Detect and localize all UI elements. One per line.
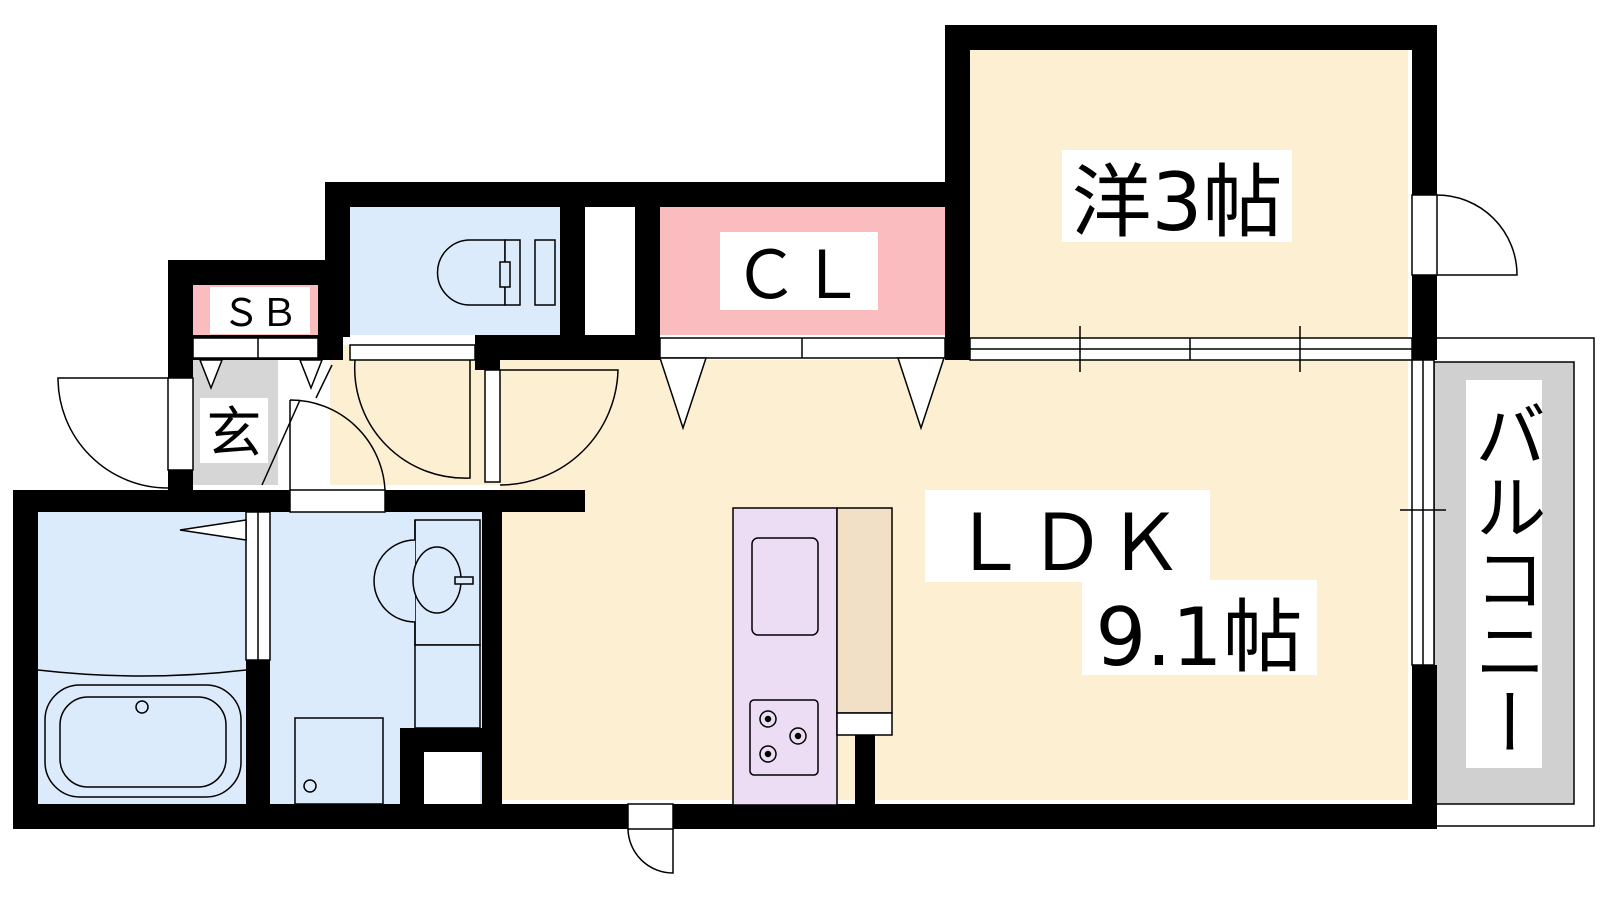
bathtub-fixture — [37, 669, 247, 798]
ldk-label: ＬＤＫ — [950, 499, 1184, 589]
washbasin-fixture — [294, 519, 481, 805]
walls — [13, 25, 1437, 829]
entrance-label: 玄 — [206, 401, 261, 465]
shoe-box-label: ＳＢ — [222, 291, 298, 335]
western-room-label: 洋3帖 — [1072, 156, 1283, 249]
toilet-fixture — [436, 239, 556, 306]
burner-icon — [759, 745, 777, 763]
kitchen-counter — [732, 507, 893, 806]
burner-icon — [789, 727, 807, 745]
fridge-space — [424, 750, 480, 805]
burner-icon — [759, 710, 777, 728]
balcony-label: バルコニー — [1462, 398, 1546, 758]
ldk-size-label: 9.1帖 — [1095, 591, 1302, 684]
doors — [57, 194, 1518, 874]
storage-floor — [585, 205, 635, 335]
closet-label: ＣＬ — [733, 237, 865, 314]
windows — [192, 326, 1446, 666]
closet-folding-doors — [198, 357, 946, 431]
